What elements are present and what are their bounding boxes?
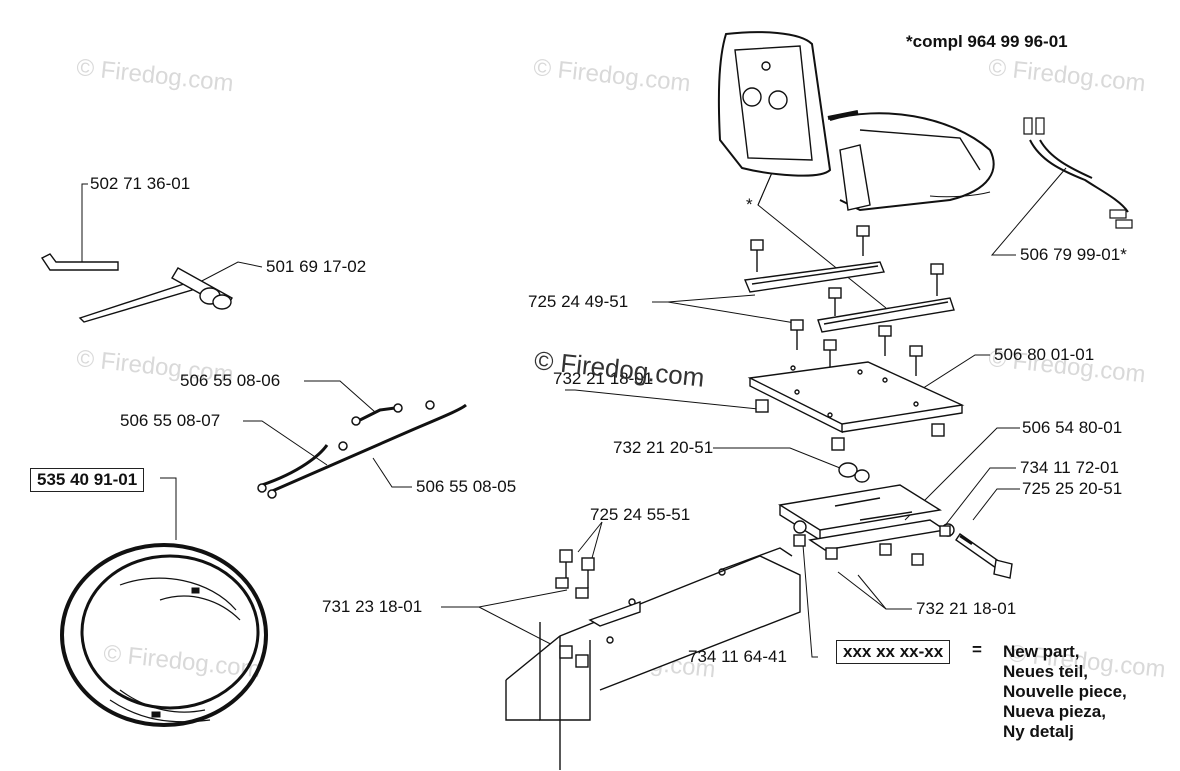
part-label-725-24-55-51[interactable]: 725 24 55-51 xyxy=(590,505,691,524)
legend-code-box: xxx xx xx-xx xyxy=(836,640,951,664)
ground-cables-drawing xyxy=(257,400,467,499)
part-label-501-69-17-02[interactable]: 501 69 17-02 xyxy=(266,257,367,276)
seat-drawing xyxy=(717,31,995,212)
kit-note: *compl 964 99 96-01 xyxy=(906,32,1068,51)
part-label-506-55-08-05[interactable]: 506 55 08-05 xyxy=(416,477,517,496)
frame-drawing xyxy=(505,547,801,770)
seat-marker: * xyxy=(746,195,753,214)
legend-equals: = xyxy=(972,640,982,659)
part-label-535-40-91-01[interactable]: 535 40 91-01 xyxy=(30,468,145,492)
part-label-725-25-20-51[interactable]: 725 25 20-51 xyxy=(1022,479,1123,498)
part-label-506-55-08-06[interactable]: 506 55 08-06 xyxy=(180,371,281,390)
part-label-502-71-36-01[interactable]: 502 71 36-01 xyxy=(90,174,191,193)
hex-key-drawing xyxy=(40,253,119,271)
mounting-bracket-drawing xyxy=(778,484,955,566)
slide-rails-drawing xyxy=(744,261,955,333)
part-label-734-11-64-41[interactable]: 734 11 64-41 xyxy=(688,647,787,666)
part-label-732-21-18-01-overlay[interactable]: 732 21 18-01 xyxy=(553,369,654,388)
part-label-734-11-72-01[interactable]: 734 11 72-01 xyxy=(1020,458,1119,477)
part-label-725-24-49-51[interactable]: 725 24 49-51 xyxy=(528,292,629,311)
leader-lines xyxy=(81,167,1067,658)
legend-text: New part, Neues teil, Nouvelle piece, Nu… xyxy=(1003,642,1127,742)
part-label-506-54-80-01[interactable]: 506 54 80-01 xyxy=(1022,418,1123,437)
legend-line: Nueva pieza, xyxy=(1003,702,1106,721)
part-label-732-21-18-01[interactable]: 732 21 18-01 xyxy=(916,599,1017,618)
part-label-506-79-99-01[interactable]: 506 79 99-01* xyxy=(1020,245,1127,264)
switch-cable-drawing xyxy=(1023,117,1133,229)
legend-line: Nouvelle piece, xyxy=(1003,682,1127,701)
part-label-506-55-08-07[interactable]: 506 55 08-07 xyxy=(120,411,221,430)
part-label-506-80-01-01[interactable]: 506 80 01-01 xyxy=(994,345,1095,364)
part-label-732-21-20-51[interactable]: 732 21 20-51 xyxy=(613,438,714,457)
legend-line: Ny detalj xyxy=(1003,722,1074,741)
pivot-bolt-drawing xyxy=(955,533,1013,579)
legend-line: Neues teil, xyxy=(1003,662,1089,681)
part-label-731-23-18-01[interactable]: 731 23 18-01 xyxy=(322,597,423,616)
seat-plate-drawing xyxy=(747,361,965,434)
legend-line: New part, xyxy=(1003,642,1080,661)
nuts-drawing xyxy=(755,399,945,483)
socket-wrench-drawing xyxy=(78,267,233,323)
wiring-harness-drawing xyxy=(60,543,268,727)
bolts-drawing xyxy=(750,225,944,376)
